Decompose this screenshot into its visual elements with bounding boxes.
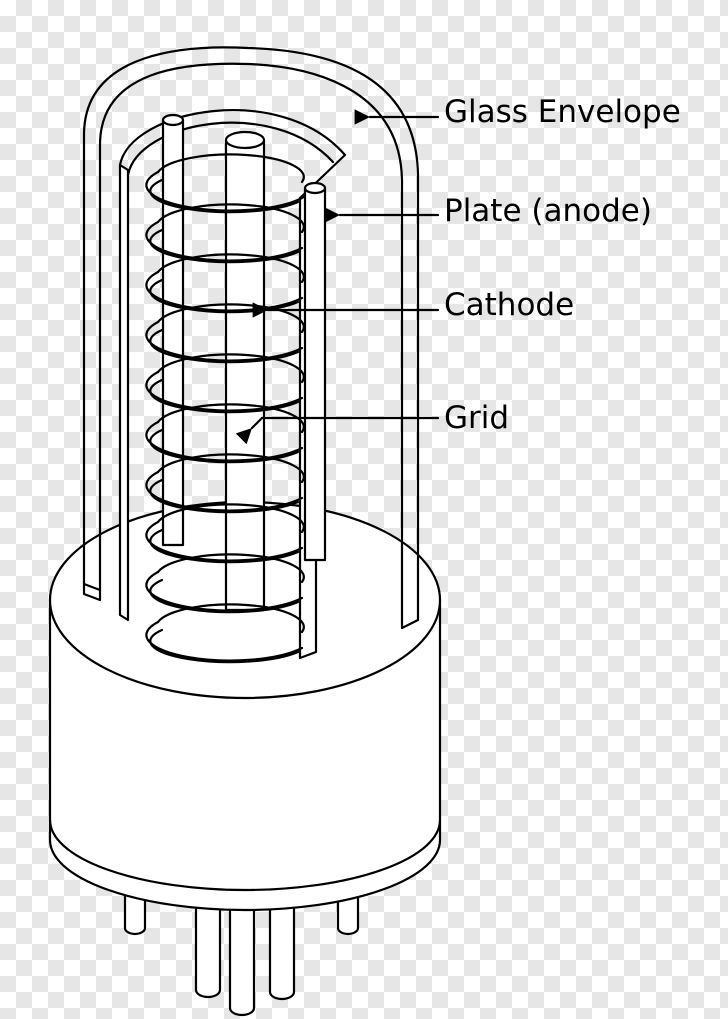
grid-loop-back xyxy=(156,553,305,584)
support-rods xyxy=(161,113,327,562)
label-cathode: Cathode xyxy=(444,287,575,323)
grid-loop-front xyxy=(145,370,304,412)
grid-loop-inner xyxy=(149,628,300,664)
grid-loop-front xyxy=(145,170,304,212)
label-glass-envelope: Glass Envelope xyxy=(444,94,681,130)
grid-loop-front xyxy=(145,570,304,612)
grid-loop-back xyxy=(156,603,305,634)
label-grid: Grid xyxy=(444,400,510,436)
grid-loop-back xyxy=(156,203,305,234)
label-plate-anode: Plate (anode) xyxy=(444,193,652,229)
grid-helix xyxy=(145,153,305,664)
grid-loop-back xyxy=(156,403,305,434)
grid-loop-back xyxy=(156,453,305,484)
grid-loop-back xyxy=(156,503,305,534)
grid-loop-front xyxy=(145,220,304,262)
grid-loop-back xyxy=(156,153,305,184)
grid-loop-back xyxy=(156,303,305,334)
grid-loop-back xyxy=(156,253,305,284)
glass-envelope xyxy=(82,46,420,630)
grid-loop-front xyxy=(145,320,304,362)
grid-loop-front xyxy=(145,470,304,512)
base-pins xyxy=(123,878,360,1017)
grid-loop-front xyxy=(145,270,304,312)
grid-loop-front xyxy=(145,420,304,462)
grid-loop-front xyxy=(145,520,304,562)
grid-loop-back xyxy=(156,353,305,384)
grid-loop-front xyxy=(145,620,304,662)
pointer-arrows xyxy=(235,109,440,445)
